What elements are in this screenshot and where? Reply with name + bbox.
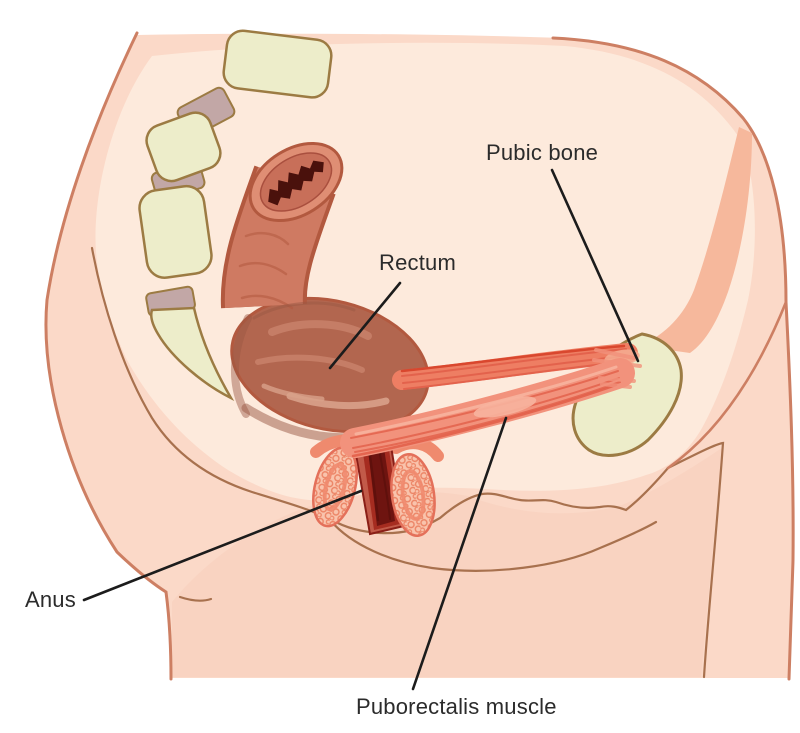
thigh-shade-region <box>172 448 722 677</box>
leader-line-rectum <box>328 281 402 370</box>
leader-line-pubic-bone <box>550 168 640 363</box>
leader-line-puborectalis <box>411 416 508 691</box>
external-sphincter-right <box>390 453 436 537</box>
vertebra <box>138 184 213 279</box>
hip-fold-line <box>666 300 788 470</box>
colon-lumen <box>268 160 324 206</box>
colon-cut-end <box>248 141 344 223</box>
rectum-organ <box>220 141 430 443</box>
leader-lines <box>82 168 640 691</box>
leg-fold-line <box>666 441 725 679</box>
label-puborectalis: Puborectalis muscle <box>356 694 557 719</box>
abdominal-muscle-band <box>640 127 752 353</box>
vertebra <box>222 29 333 99</box>
muscle-fiber-tips <box>598 376 636 389</box>
label-anus: Anus <box>25 587 76 612</box>
leader-line-anus <box>82 489 363 602</box>
spine <box>138 29 333 401</box>
coccyx <box>150 306 235 401</box>
perineum-lower-line <box>328 518 658 572</box>
rectum-left-shadow <box>230 314 252 418</box>
buttock-crease-line <box>178 595 213 602</box>
body-outline-back-edge <box>44 31 173 681</box>
skin-contours <box>90 246 788 679</box>
anal-canal-ridges <box>368 453 391 522</box>
vertebra <box>145 111 222 183</box>
label-rectum: Rectum <box>379 250 456 275</box>
label-pubic-bone: Pubic bone <box>486 140 599 165</box>
sacral-vertebrae <box>138 29 333 401</box>
gluteal-fold-line <box>90 246 670 535</box>
rectum-top-crease <box>252 301 356 320</box>
puborectalis-sling <box>340 358 636 458</box>
